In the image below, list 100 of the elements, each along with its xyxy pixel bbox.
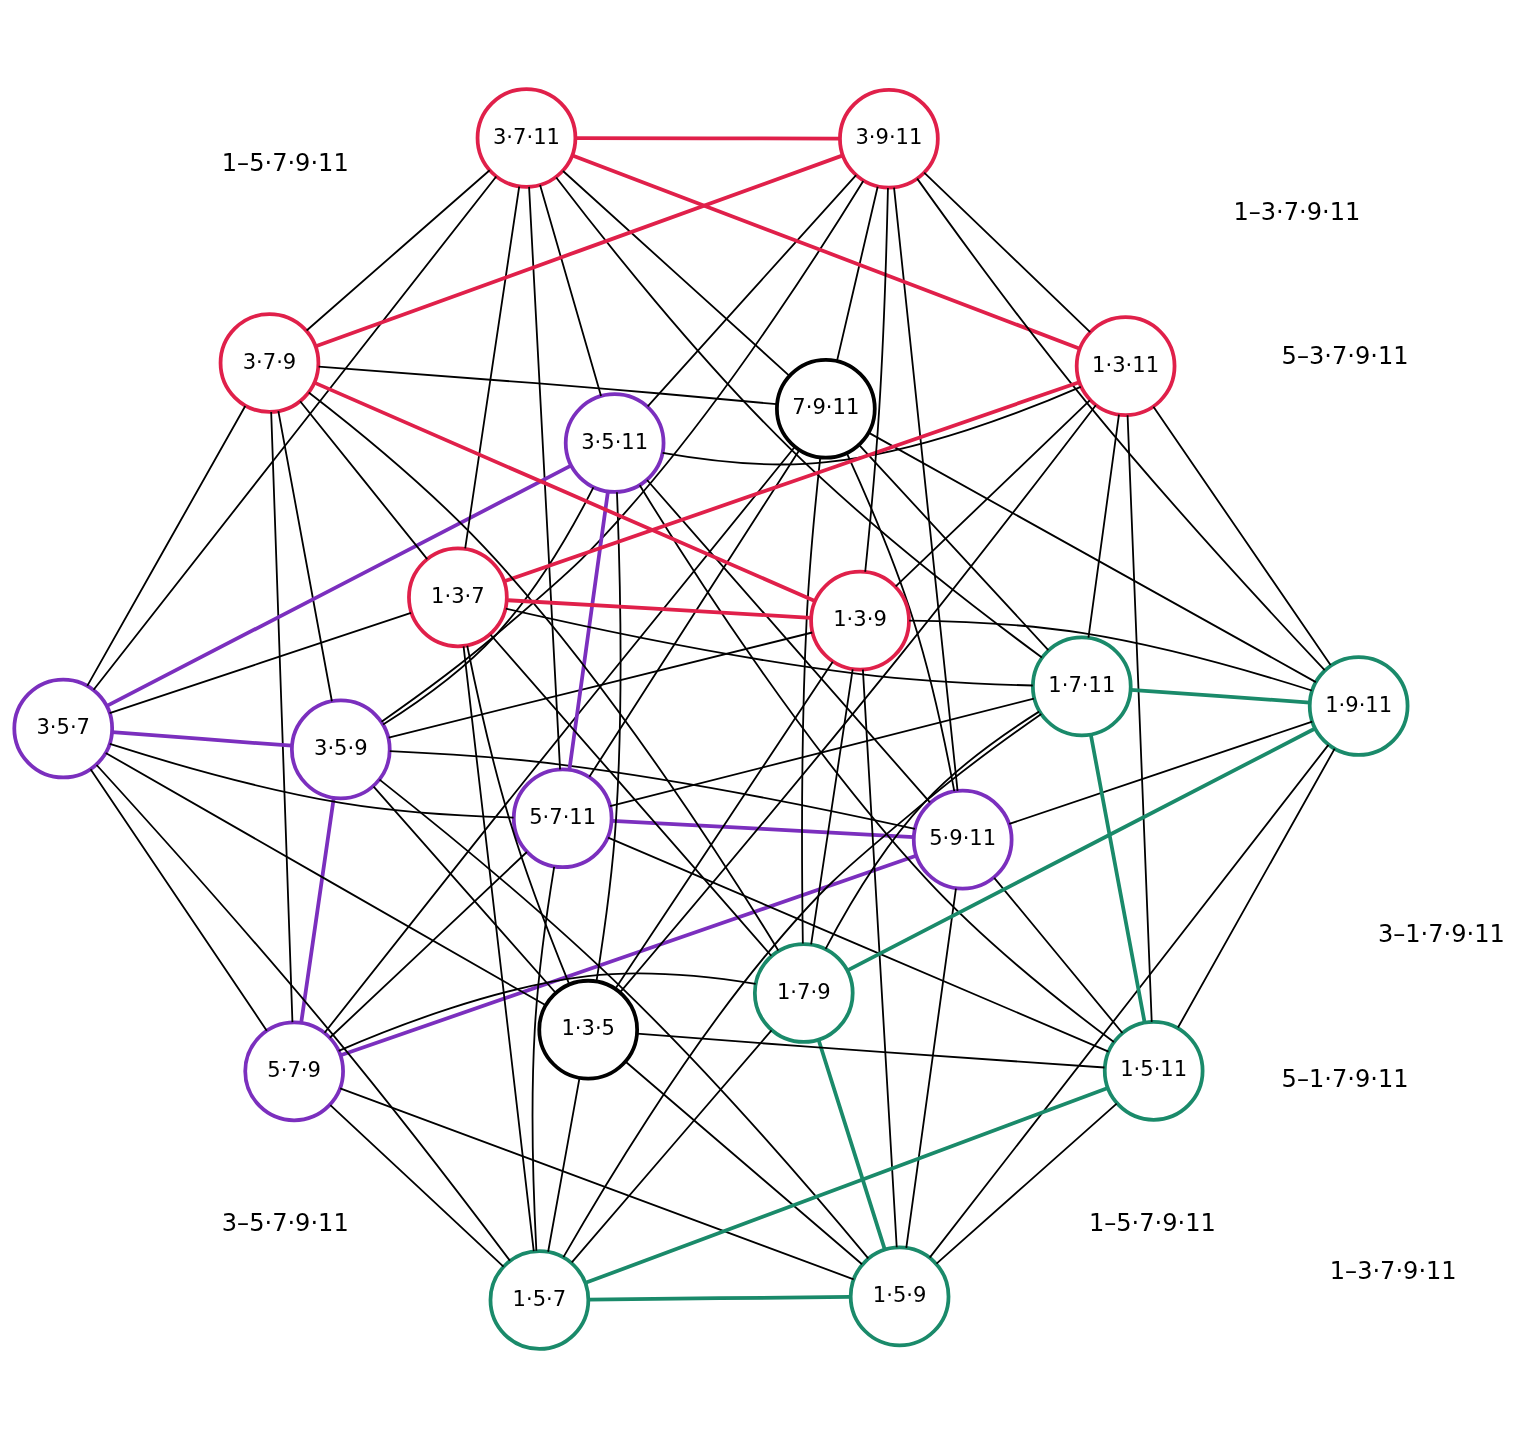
connector — [464, 185, 521, 550]
node-circle: 7·9·11 — [775, 358, 877, 460]
connector — [108, 743, 515, 819]
connector — [531, 865, 556, 1252]
connector — [547, 1077, 581, 1253]
connector — [562, 713, 1043, 1258]
connector — [323, 446, 796, 1034]
connector — [862, 668, 898, 1249]
connector — [108, 612, 412, 714]
node-circle: 1·5·7 — [488, 1249, 591, 1351]
connector — [380, 180, 865, 723]
label: 1–5·7·9·11 — [1088, 1209, 1216, 1238]
connector — [562, 170, 791, 377]
connector — [462, 645, 535, 1253]
node-circle: 3·5·7 — [12, 677, 115, 780]
connector — [299, 797, 336, 1023]
connector — [372, 785, 557, 994]
connector — [868, 431, 1317, 683]
node-circle: 3·9·11 — [838, 87, 940, 190]
connector — [1130, 687, 1310, 705]
connector — [339, 1087, 855, 1281]
connector — [1089, 734, 1147, 1023]
connector — [489, 633, 773, 957]
connector — [928, 743, 1330, 1259]
node-circle: 1·7·9 — [752, 942, 855, 1044]
node-circle: 1·3·5 — [537, 978, 639, 1081]
connector — [846, 452, 956, 793]
connector — [661, 385, 1082, 466]
connector — [106, 464, 572, 708]
connector — [555, 176, 1043, 659]
connector — [567, 491, 610, 770]
connector — [313, 380, 816, 603]
connector — [923, 171, 1092, 333]
label: 5–1·7·9·11 — [1281, 1064, 1409, 1093]
connector — [112, 730, 292, 748]
connector — [388, 750, 916, 830]
label: 1–5·7·9·11 — [221, 149, 349, 178]
connector — [916, 177, 1326, 672]
connector — [905, 887, 957, 1249]
connector — [504, 607, 1034, 687]
connector — [1152, 405, 1332, 666]
connector — [584, 1086, 1109, 1285]
connector — [575, 136, 840, 141]
connector — [612, 819, 914, 839]
connector — [836, 185, 879, 363]
connector — [636, 1032, 1106, 1069]
connector — [810, 668, 854, 946]
connector — [329, 1104, 505, 1268]
connector — [646, 479, 931, 804]
node-circle: 1·3·11 — [1074, 315, 1177, 417]
node-circle: 3·5·11 — [563, 392, 666, 494]
node-circle: 1·3·7 — [407, 546, 509, 649]
connector — [378, 778, 870, 1260]
node-circle: 5·7·9 — [243, 1020, 345, 1123]
connector — [299, 400, 429, 561]
label: 1–3·7·9·11 — [1233, 197, 1361, 226]
connector — [506, 598, 811, 620]
connector — [570, 1029, 773, 1264]
connector — [858, 444, 1050, 651]
connector — [86, 405, 247, 687]
connector — [317, 365, 778, 406]
connector — [95, 764, 511, 1262]
connector — [935, 1102, 1118, 1265]
connector — [528, 186, 561, 771]
connector — [624, 1060, 863, 1266]
node-circle: 1·5·11 — [1102, 1020, 1205, 1122]
label: 5–3·7·9·11 — [1281, 342, 1409, 371]
connector — [824, 710, 1040, 950]
connector — [328, 851, 528, 1039]
node-circle: 1·7·11 — [1031, 635, 1133, 738]
connector — [307, 391, 780, 952]
label: 3–1·7·9·11 — [1377, 920, 1505, 949]
node-circle: 1·3·9 — [809, 569, 911, 672]
connector — [893, 186, 959, 792]
connector — [595, 491, 622, 982]
connector — [539, 184, 602, 397]
connector — [340, 854, 917, 1057]
connector — [277, 410, 333, 703]
connector — [270, 411, 294, 1023]
node-circle: 3·5·9 — [290, 698, 392, 801]
node-circle: 5·7·11 — [511, 767, 614, 870]
connector — [609, 697, 1035, 808]
connector — [908, 619, 1313, 692]
node-circle: 3·7·9 — [218, 312, 321, 414]
label: 1–3·7·9·11 — [1329, 1257, 1457, 1286]
connector — [382, 486, 595, 726]
connector — [588, 449, 800, 778]
connector — [1087, 413, 1120, 639]
connector — [387, 631, 814, 739]
connector — [466, 644, 571, 986]
connector — [588, 1295, 851, 1302]
connector — [305, 169, 491, 332]
node-circle: 5·9·11 — [911, 788, 1014, 891]
connector — [646, 174, 858, 408]
connector — [638, 484, 1115, 1043]
connector — [337, 972, 757, 1052]
connector — [1177, 747, 1336, 1029]
connector — [1126, 414, 1153, 1023]
node-circle: 1·5·9 — [848, 1245, 951, 1348]
connector — [503, 380, 1080, 583]
